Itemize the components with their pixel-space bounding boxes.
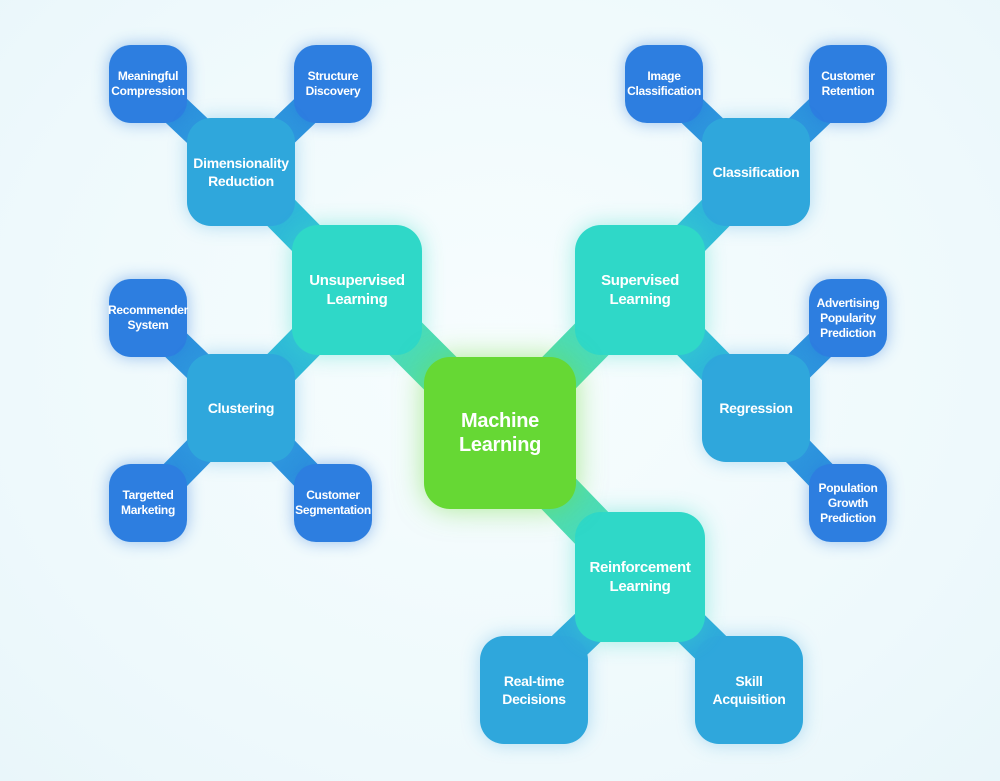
node-label: Population Growth Prediction [818,480,878,525]
node-label: Meaningful Compression [111,69,185,98]
node-image-classification: Image Classification [625,45,703,123]
node-advertising-popularity-prediction: Advertising Popularity Prediction [809,279,887,357]
node-clustering: Clustering [187,354,295,462]
node-recommender-system: Recommender System [107,279,189,357]
node-label: Machine Learning [458,410,542,456]
node-dimensionality-reduction: Dimensionality Reduction [187,118,295,226]
node-label: Structure Discovery [305,69,361,98]
node-label: Classification [712,164,800,180]
node-population-growth-prediction: Population Growth Prediction [809,464,887,542]
node-label: Clustering [207,400,275,416]
node-customer-segmentation: Customer Segmentation [294,464,372,542]
node-machine-learning: Machine Learning [424,357,576,509]
node-regression: Regression [702,354,810,462]
node-label: Dimensionality Reduction [193,155,289,189]
node-reinforcement-learning: Reinforcement Learning [575,512,705,642]
node-skill-acquisition: Skill Acquisition [695,636,803,744]
node-label: Recommender System [107,303,189,332]
node-label: Skill Acquisition [712,673,786,707]
node-label: Real-time Decisions [502,673,566,707]
node-structure-discovery: Structure Discovery [294,45,372,123]
node-label: Customer Segmentation [295,488,371,517]
node-supervised-learning: Supervised Learning [575,225,705,355]
node-label: Image Classification [627,69,701,98]
node-unsupervised-learning: Unsupervised Learning [292,225,422,355]
node-real-time-decisions: Real-time Decisions [480,636,588,744]
node-customer-retention: Customer Retention [809,45,887,123]
node-meaningful-compression: Meaningful Compression [109,45,187,123]
node-label: Supervised Learning [601,272,679,308]
node-label: Customer Retention [821,69,875,98]
node-label: Advertising Popularity Prediction [816,295,880,340]
node-targetted-marketing: Targetted Marketing [109,464,187,542]
node-classification: Classification [702,118,810,226]
node-label: Regression [719,400,793,416]
node-label: Reinforcement Learning [589,559,691,595]
node-label: Unsupervised Learning [309,272,405,308]
node-label: Targetted Marketing [121,488,175,517]
